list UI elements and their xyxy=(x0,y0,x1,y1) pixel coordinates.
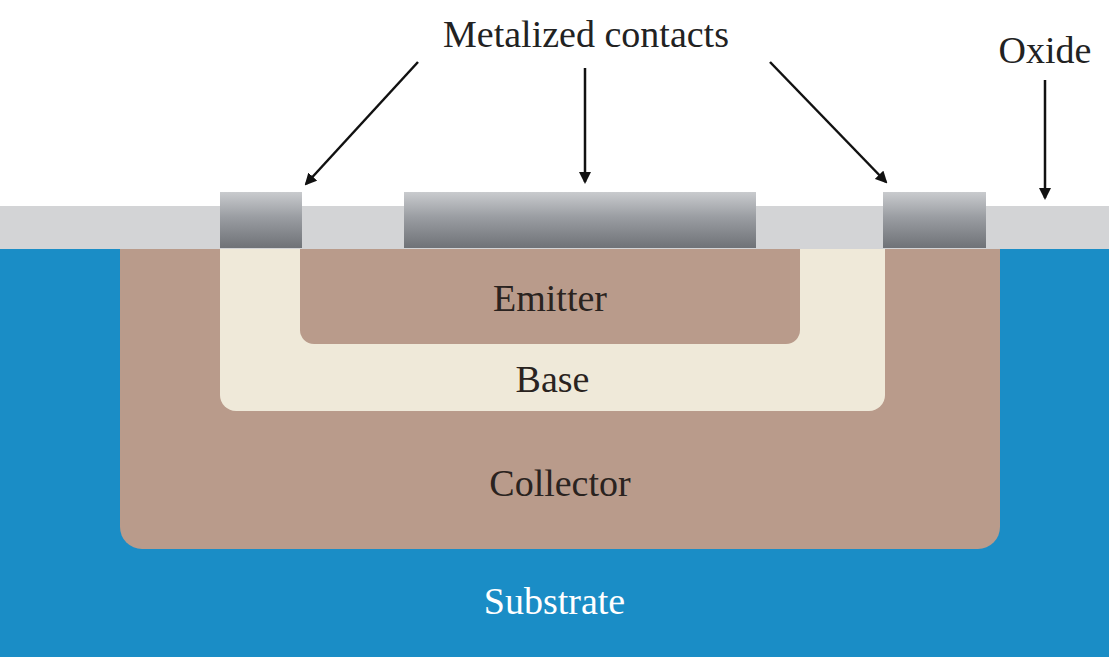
leader-arrow xyxy=(1044,80,1047,198)
leader-arrow xyxy=(770,62,886,182)
region-label: Base xyxy=(220,354,885,404)
leader-arrow xyxy=(584,68,587,182)
base-region: Base Emitter xyxy=(220,249,885,411)
part-label: Metalized contacts xyxy=(443,12,729,56)
substrate-region: Substrate Collector Base Emitter xyxy=(0,249,1109,657)
region-label: Substrate xyxy=(0,576,1109,626)
emitter-region: Emitter xyxy=(300,249,800,344)
leader-arrow xyxy=(306,62,418,184)
region-label: Emitter xyxy=(300,273,800,323)
region-label: Collector xyxy=(120,458,1000,508)
part-label: Oxide xyxy=(999,28,1092,72)
collector-region: Collector Base Emitter xyxy=(120,249,1000,549)
metal-contact xyxy=(883,192,986,248)
metal-contact xyxy=(220,192,302,248)
metal-contact xyxy=(404,192,756,248)
